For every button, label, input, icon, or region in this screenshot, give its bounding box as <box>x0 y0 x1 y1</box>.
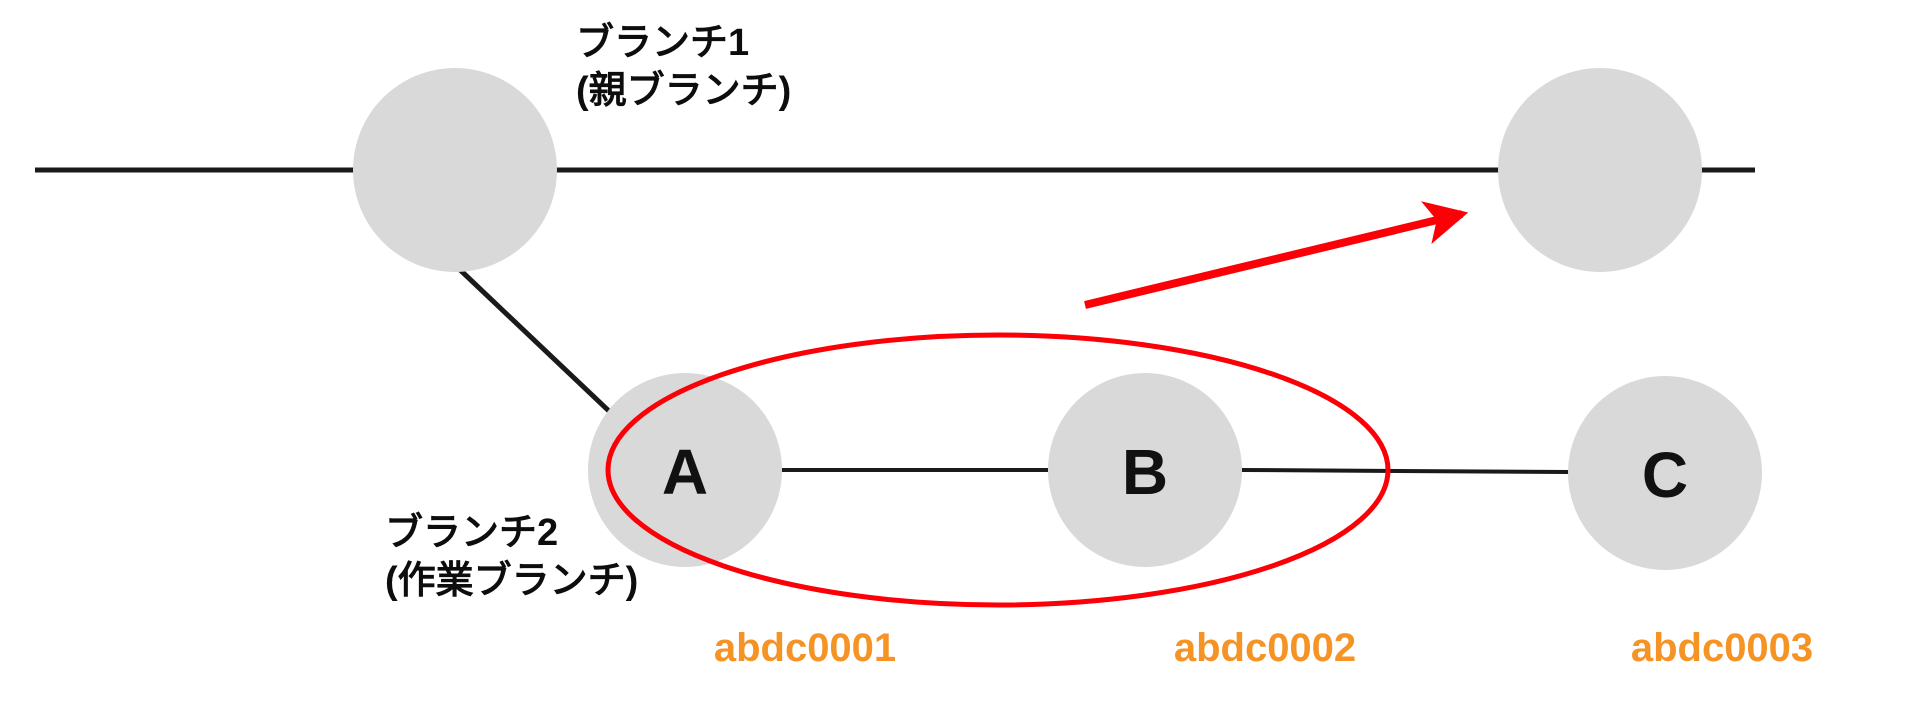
branch2-label-line2: (作業ブランチ) <box>385 559 638 602</box>
commit-node-a-label: A <box>662 436 708 508</box>
highlight-ellipse-commits-a-b[interactable] <box>605 332 1391 608</box>
branch2-label: ブランチ2 (作業ブランチ) <box>385 511 638 602</box>
commit-hash-b: abdc0002 <box>1174 626 1356 670</box>
merge-arrow-to-parent[interactable] <box>1084 201 1469 309</box>
commit-link-b-c <box>1241 468 1569 474</box>
branch2-label-line1: ブランチ2 <box>385 511 558 554</box>
branch1-label: ブランチ1 (親ブランチ) <box>576 21 791 112</box>
commit-hash-c: abdc0003 <box>1631 626 1813 670</box>
commit-node-a[interactable]: A <box>588 373 782 567</box>
branch1-label-line2: (親ブランチ) <box>576 69 791 112</box>
commit-node-c-circle[interactable] <box>1568 376 1762 570</box>
commit-hash-a: abdc0001 <box>714 626 896 670</box>
commit-node-c-label: C <box>1642 439 1688 511</box>
commit-node-b-circle[interactable] <box>1048 373 1242 567</box>
commit-node-c[interactable]: C <box>1568 376 1762 570</box>
parent-commit-node-1[interactable] <box>353 68 557 272</box>
commit-node-b[interactable]: B <box>1048 373 1242 567</box>
branch1-label-line1: ブランチ1 <box>576 21 749 64</box>
parent-commit-node-2[interactable] <box>1498 68 1702 272</box>
commit-node-b-label: B <box>1122 436 1168 508</box>
